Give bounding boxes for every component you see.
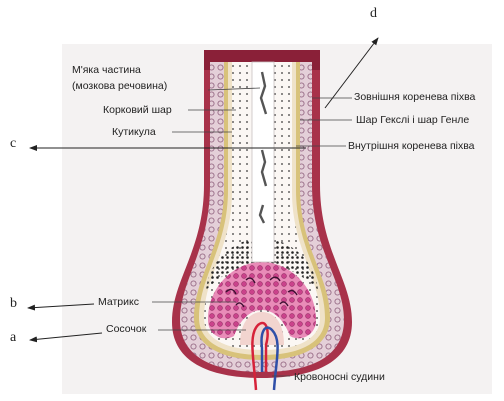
label-matrix: Матрикс bbox=[98, 296, 139, 308]
label-soft-part-line1: М'яка частина bbox=[72, 64, 141, 76]
letter-d: d bbox=[370, 6, 377, 22]
label-soft-part-line2: (мозкова речовина) bbox=[72, 80, 167, 92]
letter-a: a bbox=[10, 330, 16, 346]
letter-b: b bbox=[10, 296, 17, 312]
label-papilla: Сосочок bbox=[106, 323, 146, 335]
label-cuticle: Кутикула bbox=[112, 126, 156, 138]
label-henle-layer: Шар Гекслі і шар Генле bbox=[356, 114, 469, 126]
label-cortex: Корковий шар bbox=[103, 104, 172, 116]
label-vessels: Кровоносні судини bbox=[294, 371, 385, 383]
label-outer-sheath: Зовнішня коренева піхва bbox=[354, 91, 475, 103]
letter-c: c bbox=[10, 136, 16, 152]
label-inner-sheath: Внутрішня коренева піхва bbox=[348, 140, 475, 152]
